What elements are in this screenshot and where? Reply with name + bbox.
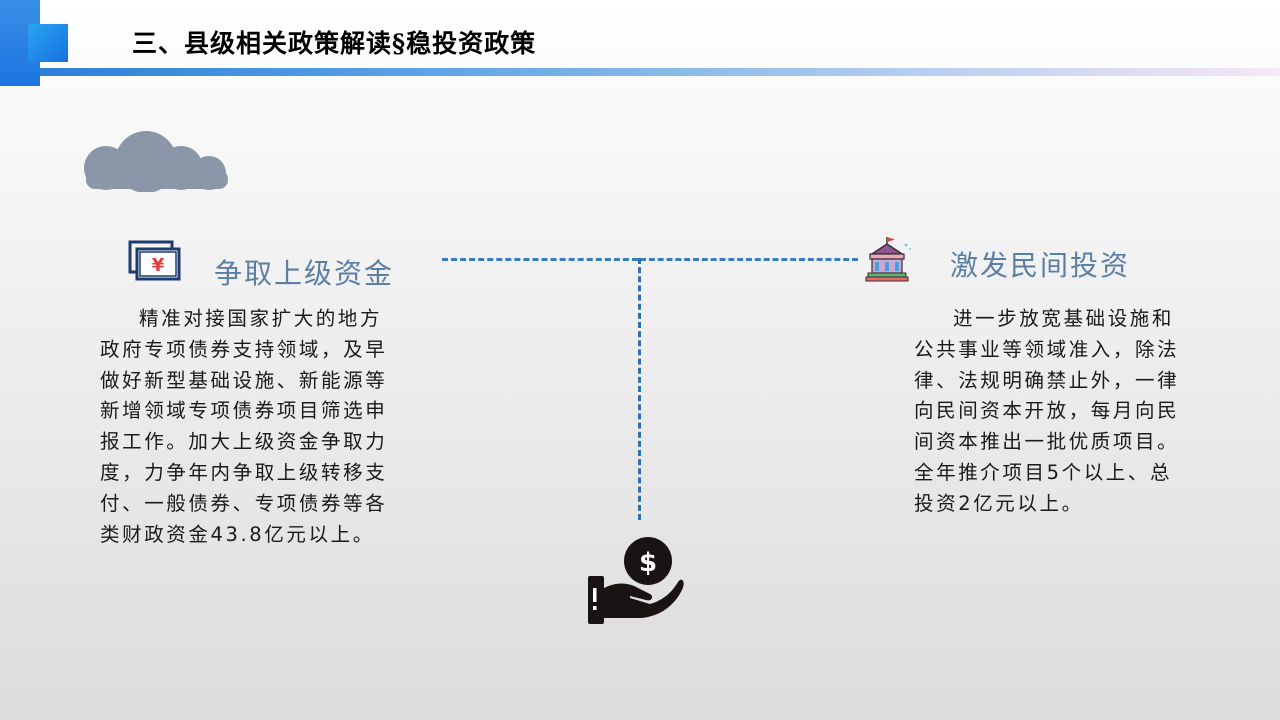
header-accent-square xyxy=(28,24,68,62)
svg-text:$: $ xyxy=(639,548,657,578)
connector-right xyxy=(640,258,858,261)
connector-left xyxy=(442,258,638,261)
title-underline xyxy=(40,68,1280,76)
connector-vertical xyxy=(638,258,641,520)
money-bills-icon: ¥ xyxy=(128,240,181,281)
left-heading: 争取上级资金 xyxy=(214,257,395,290)
left-body-text: 精准对接国家扩大的地方政府专项债券支持领域，及早做好新型基础设施、新能源等新增领… xyxy=(100,307,388,546)
right-body-text: 进一步放宽基础设施和公共事业等领域准入，除法律、法规明确禁止外，一律向民间资本开… xyxy=(914,307,1180,515)
right-heading: 激发民间投资 xyxy=(950,249,1131,282)
svg-text:¥: ¥ xyxy=(152,255,165,276)
cloud-icon xyxy=(84,131,228,192)
hand-holding-dollar-icon: $ xyxy=(588,537,684,624)
page-title: 三、县级相关政策解读§稳投资政策 xyxy=(132,29,537,58)
bank-building-icon xyxy=(865,237,911,282)
